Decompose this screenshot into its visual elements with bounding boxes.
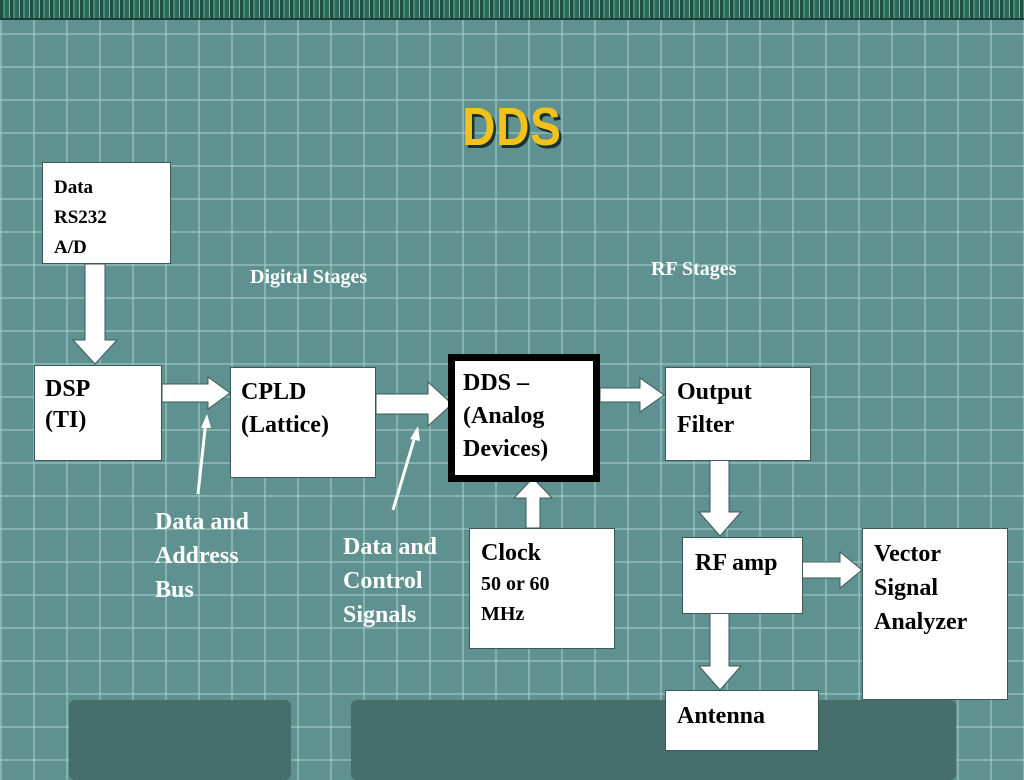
antenna-block: Antenna <box>665 690 819 751</box>
dds-block: DDS – (Analog Devices) <box>448 354 600 482</box>
arrow-rfamp-to-antenna <box>697 612 743 691</box>
cpld-label: CPLD (Lattice) <box>241 379 329 438</box>
cpld-block: CPLD (Lattice) <box>230 367 376 478</box>
rf-amp-label: RF amp <box>695 550 778 576</box>
output-filter-label: Output Filter <box>677 379 752 438</box>
clock-label: Clock <box>481 540 541 566</box>
clock-frequency: 50 or 60 MHz <box>481 573 550 625</box>
pointer-address-bus-head <box>201 414 211 428</box>
pointer-control-signals <box>391 432 418 511</box>
address-bus-annotation: Data and Address Bus <box>155 509 250 603</box>
dsp-block: DSP (TI) <box>34 365 162 461</box>
control-signals-annotation: Data and Control Signals <box>343 534 438 628</box>
bottom-panel-right <box>351 700 956 780</box>
pointer-control-signals-head <box>410 426 420 441</box>
digital-stages-label: Digital Stages <box>250 266 368 288</box>
arrow-clock-to-dds <box>512 477 554 529</box>
clock-block: Clock 50 or 60 MHz <box>469 528 615 649</box>
vector-signal-analyzer-block: Vector Signal Analyzer <box>862 528 1008 700</box>
arrow-cpld-to-dds <box>375 380 453 428</box>
arrow-filter-to-rfamp <box>697 459 743 537</box>
dds-label: DDS – (Analog Devices) <box>463 370 549 462</box>
arrow-rfamp-to-analyzer <box>801 550 863 590</box>
data-source-label: Data RS232 A/D <box>54 177 107 258</box>
arrow-dsp-to-cpld <box>161 376 231 410</box>
pointer-address-bus <box>196 419 208 495</box>
dsp-label: DSP (TI) <box>45 376 91 433</box>
vector-signal-analyzer-label: Vector Signal Analyzer <box>874 541 968 635</box>
circuit-border-strip <box>0 0 1024 20</box>
rf-stages-label: RF Stages <box>651 258 737 280</box>
output-filter-block: Output Filter <box>665 367 811 461</box>
bottom-panel-left <box>69 700 291 780</box>
page-title: DDS <box>462 97 562 157</box>
arrow-dds-to-filter <box>599 377 665 413</box>
rf-amp-block: RF amp <box>682 537 803 614</box>
arrow-data-to-dsp <box>71 263 119 365</box>
data-source-block: Data RS232 A/D <box>42 162 171 264</box>
antenna-label: Antenna <box>677 703 766 729</box>
